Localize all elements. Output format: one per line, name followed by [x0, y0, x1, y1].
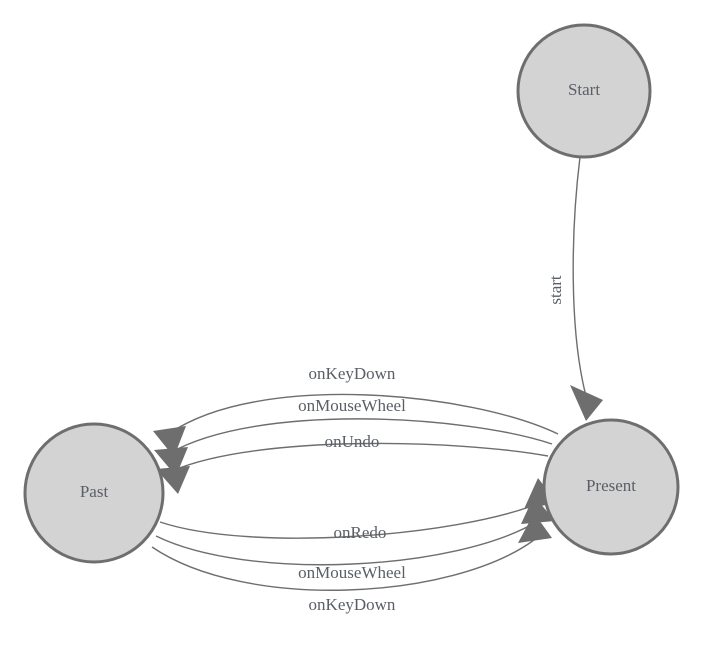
arrowhead-into-present-top — [570, 385, 603, 421]
arrowhead-into-present-3 — [518, 513, 552, 543]
edge-past-to-present-onredo[interactable]: onRedo — [159, 478, 557, 542]
arrowhead-into-past-3 — [156, 466, 190, 494]
edge-present-to-past-onkeydown[interactable]: onKeyDown — [153, 364, 559, 457]
edge-past-to-present-onkeydown[interactable]: onKeyDown — [151, 513, 552, 614]
arrowhead-into-present-2 — [521, 496, 555, 524]
edge-label-onkeydown-top: onKeyDown — [309, 364, 396, 383]
edge-label-onkeydown-bottom: onKeyDown — [309, 595, 396, 614]
edge-label-start: start — [546, 275, 565, 305]
arrowhead-into-past-1 — [153, 426, 186, 457]
edge-present-to-past-onundo[interactable]: onUndo — [156, 432, 549, 494]
edge-present-to-past-onkeydown-path — [169, 393, 559, 435]
node-past[interactable]: Past — [23, 422, 165, 564]
node-past-circle[interactable] — [23, 422, 165, 564]
edge-label-onmousewheel-top: onMouseWheel — [298, 396, 406, 415]
edge-past-to-present-onredo-path — [159, 502, 541, 539]
edge-start-to-present[interactable]: start — [546, 156, 603, 421]
edge-label-onundo: onUndo — [325, 432, 380, 451]
edge-label-onredo: onRedo — [334, 523, 387, 542]
node-present-label: Present — [586, 476, 636, 495]
edge-past-to-present-onkeydown-path — [151, 539, 535, 591]
edge-present-to-past-onmousewheel[interactable]: onMouseWheel — [154, 396, 553, 476]
arrowhead-into-past-2 — [154, 447, 188, 476]
edge-past-to-present-onmousewheel[interactable]: onMouseWheel — [155, 496, 555, 582]
node-start-circle[interactable] — [516, 23, 652, 159]
edge-present-to-past-onmousewheel-path — [169, 418, 553, 454]
edge-label-onmousewheel-bottom: onMouseWheel — [298, 563, 406, 582]
node-present-circle[interactable] — [542, 418, 680, 556]
node-past-label: Past — [80, 482, 109, 501]
edge-present-to-past-onundo-path — [171, 442, 549, 472]
node-start[interactable]: Start — [516, 23, 652, 159]
edge-start-to-present-path — [572, 156, 587, 397]
node-present[interactable]: Present — [542, 418, 680, 556]
node-start-label: Start — [568, 80, 600, 99]
edge-past-to-present-onmousewheel-path — [155, 520, 539, 566]
